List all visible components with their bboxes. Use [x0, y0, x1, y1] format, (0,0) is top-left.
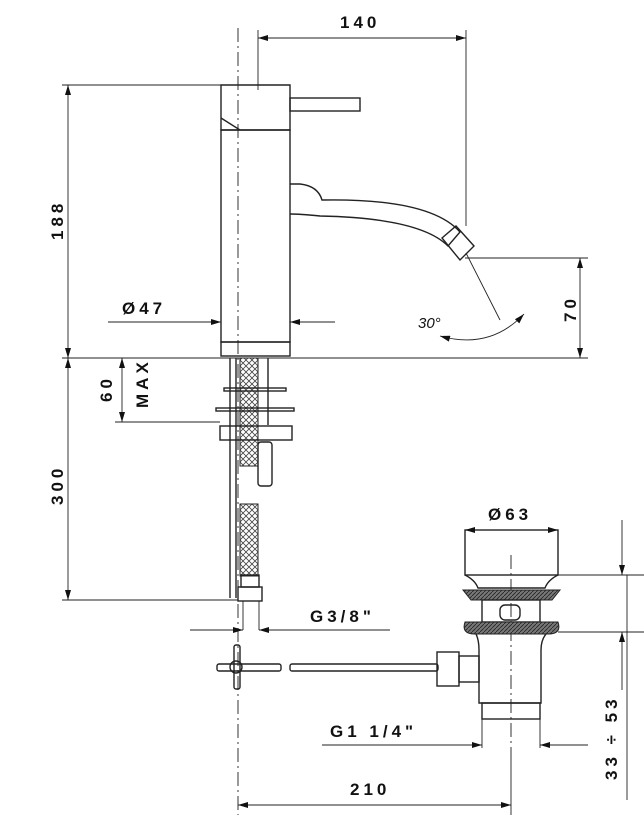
- dim-60: 60: [97, 375, 116, 402]
- dim-210: 210: [350, 780, 390, 799]
- dim-33-53: 33 ÷ 53: [602, 695, 621, 780]
- dim-70: 70: [561, 295, 580, 322]
- dim-g114: G1 1/4": [330, 722, 417, 741]
- dim-188: 188: [48, 200, 67, 240]
- dim-max: MAX: [133, 358, 152, 408]
- dim-g38: G3/8": [310, 607, 375, 626]
- fixing-kit: [215, 357, 295, 630]
- waste-valve: [461, 529, 562, 748]
- spout-aerator: [441, 225, 475, 262]
- dim-300: 300: [48, 465, 67, 505]
- popup-rod: [216, 644, 480, 690]
- dim-diameter-63: Ø63: [488, 505, 532, 524]
- dim-140: 140: [340, 13, 380, 32]
- dim-diameter-47: Ø47: [122, 299, 166, 318]
- mixer-body: [220, 84, 475, 357]
- lever-handle: [289, 97, 361, 112]
- dim-angle: 30°: [418, 315, 441, 332]
